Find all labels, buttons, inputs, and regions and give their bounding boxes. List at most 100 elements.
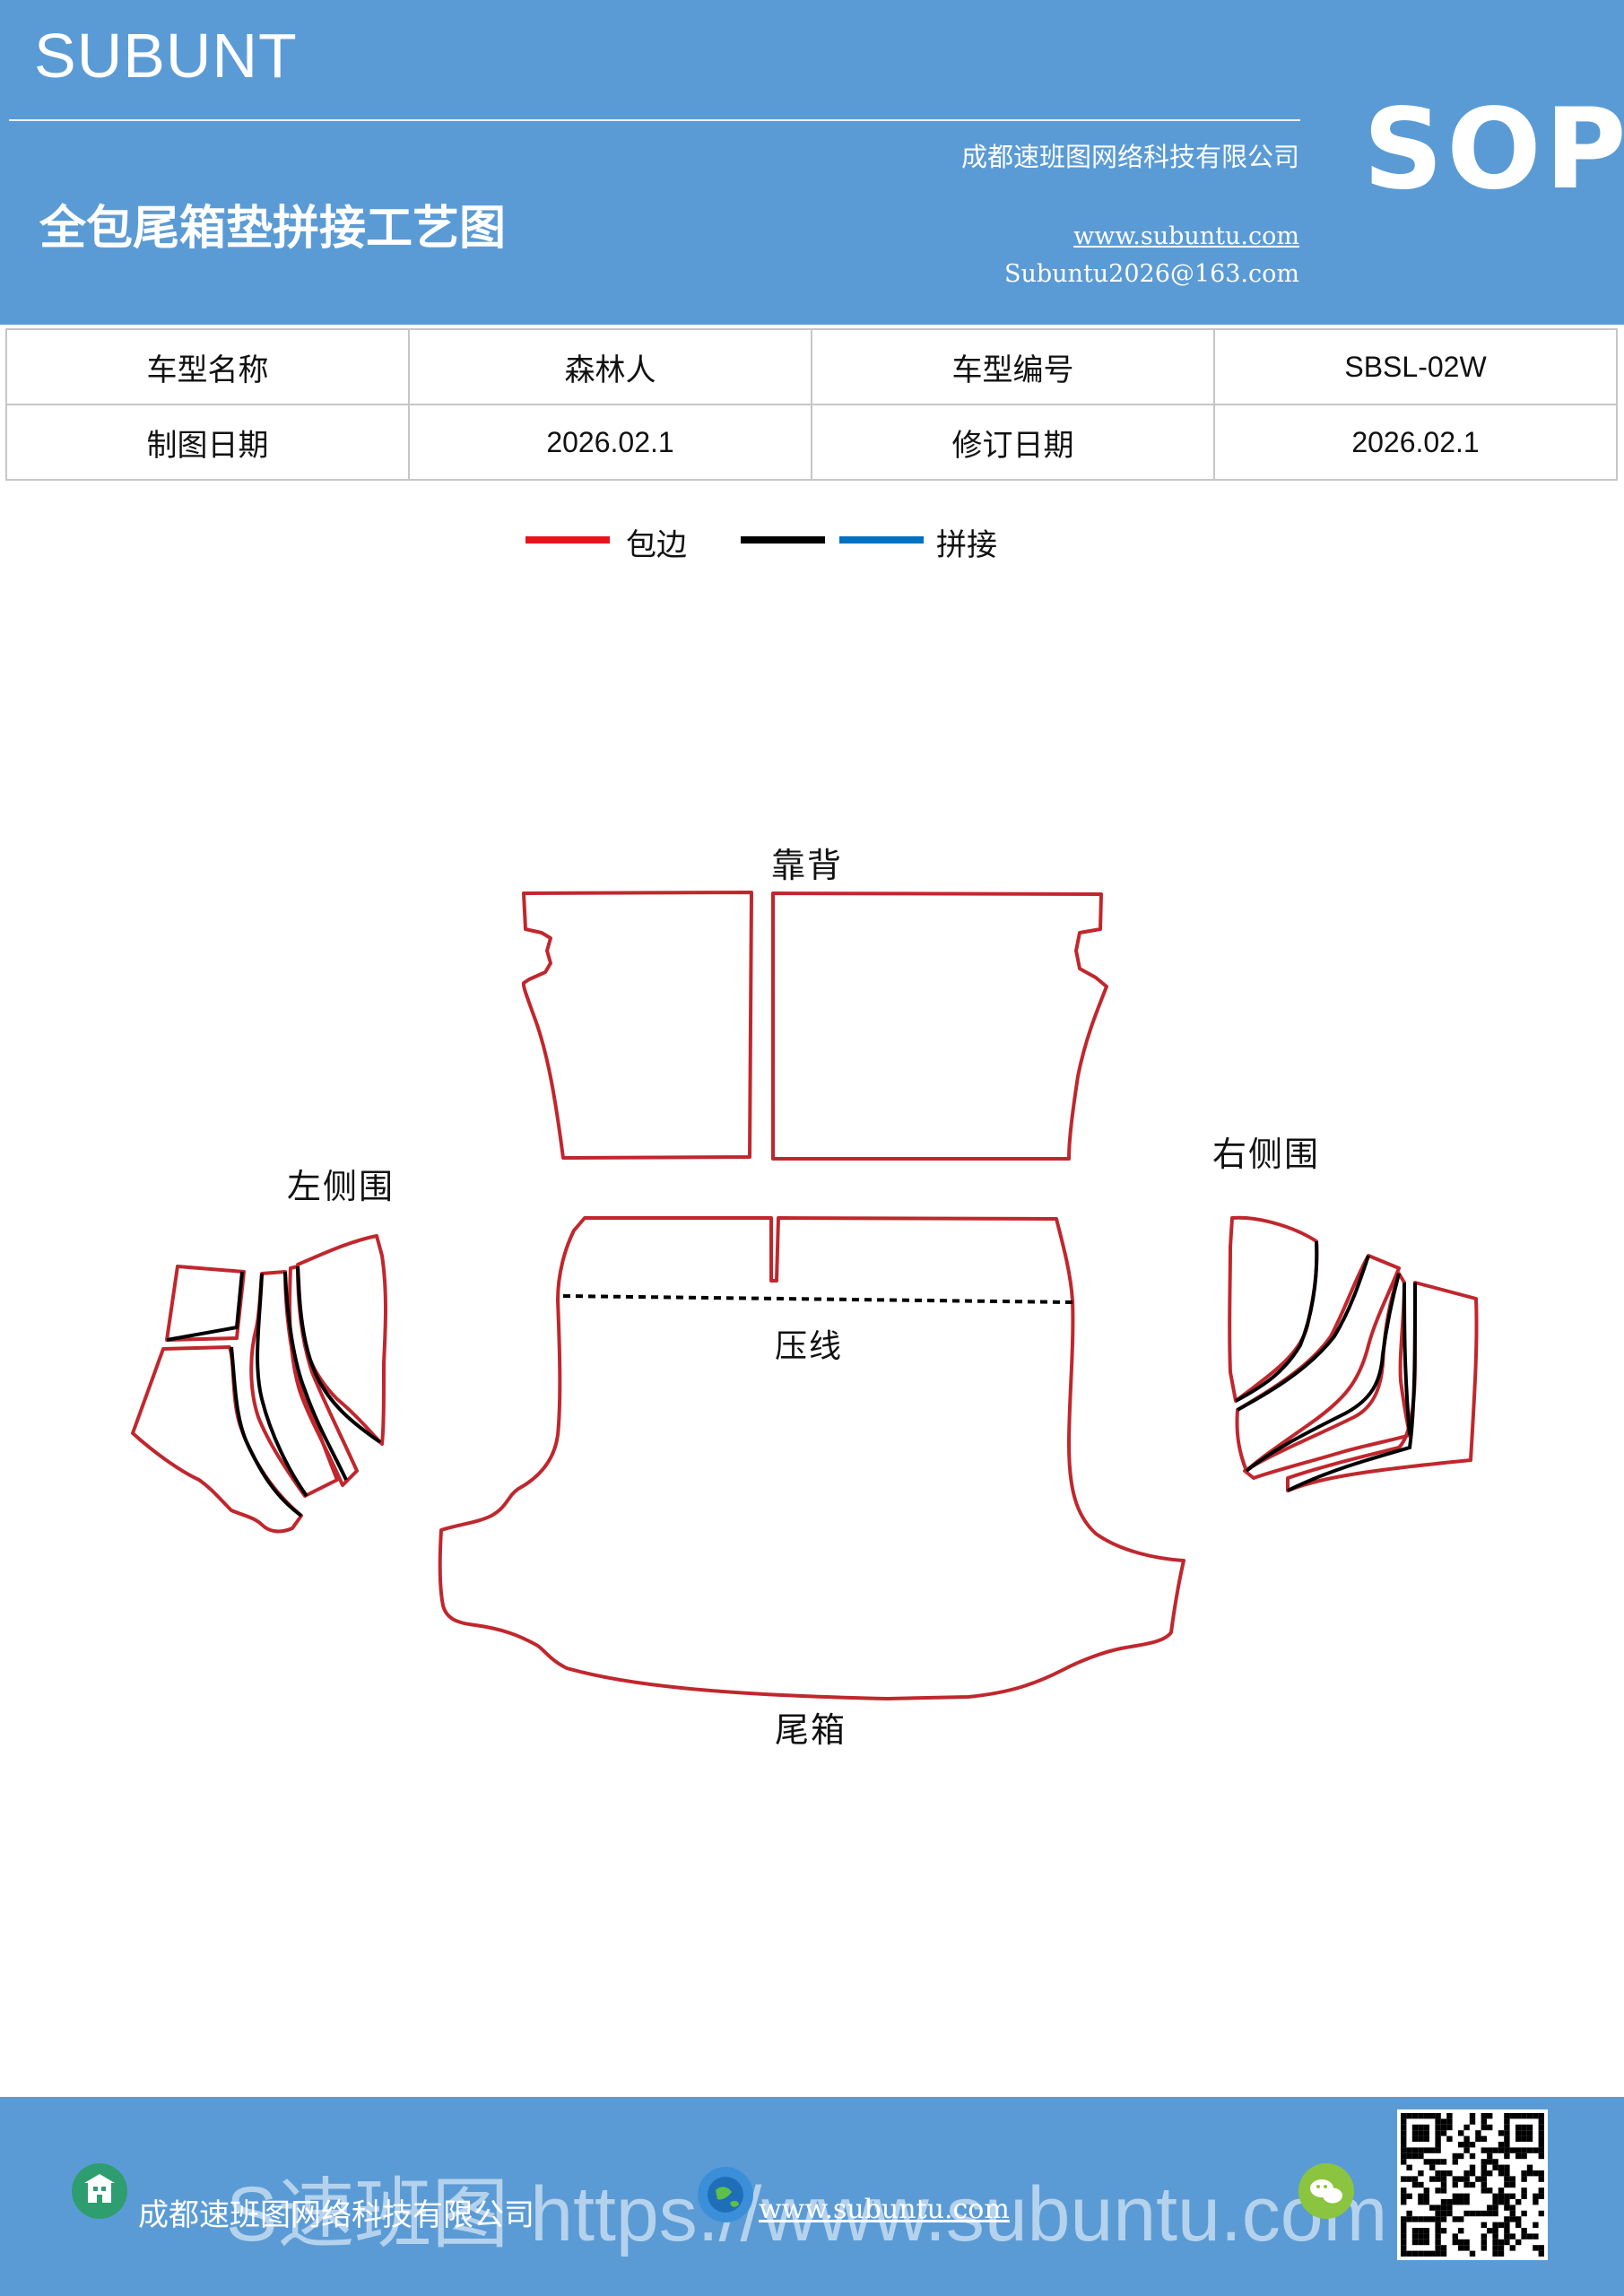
- qr-module: [1418, 2135, 1424, 2142]
- qr-module: [1504, 2113, 1510, 2119]
- trunk-floor-piece: [438, 1216, 1185, 1700]
- qr-module: [1446, 2170, 1453, 2177]
- table-row: 车型名称 森林人 车型编号 SBSL-02W: [5, 328, 1618, 405]
- qr-module: [1481, 2222, 1487, 2228]
- globe-icon: [698, 2167, 753, 2222]
- qr-module: [1509, 2113, 1515, 2119]
- qr-module: [1509, 2205, 1515, 2211]
- footer-company-name: 成都速班图网络科技有限公司: [138, 2197, 534, 2233]
- qr-module: [1440, 2118, 1447, 2125]
- qr-module: [1423, 2187, 1429, 2194]
- qr-module: [1504, 2181, 1510, 2188]
- qr-module: [1440, 2250, 1447, 2257]
- left-side-piece-5: [296, 1234, 387, 1446]
- website-link[interactable]: www.subuntu.com: [1073, 222, 1299, 250]
- qr-module: [1492, 2199, 1498, 2205]
- qr-module: [1446, 2205, 1453, 2211]
- qr-module: [1475, 2135, 1481, 2142]
- qr-module: [1423, 2147, 1429, 2153]
- qr-module: [1446, 2124, 1453, 2131]
- qr-module: [1498, 2130, 1505, 2136]
- qr-module: [1435, 2216, 1441, 2222]
- qr-module: [1452, 2193, 1458, 2199]
- qr-module: [1401, 2245, 1407, 2251]
- qr-module: [1504, 2142, 1510, 2148]
- qr-module: [1411, 2216, 1419, 2222]
- qr-module: [1401, 2250, 1407, 2257]
- qr-module: [1401, 2113, 1407, 2119]
- qr-module: [1401, 2152, 1407, 2160]
- qr-module: [1435, 2113, 1441, 2119]
- qr-module: [1401, 2233, 1407, 2239]
- qr-module: [1526, 2135, 1533, 2142]
- qr-module: [1498, 2142, 1505, 2148]
- qr-module: [1487, 2147, 1493, 2153]
- qr-module: [1538, 2113, 1544, 2119]
- legend-label-edge: 包边: [626, 527, 687, 563]
- qr-module: [1469, 2164, 1476, 2170]
- right-side-piece-4: [1286, 1281, 1479, 1492]
- qr-module: [1487, 2124, 1493, 2131]
- qr-module: [1452, 2233, 1458, 2239]
- qr-module: [1504, 2170, 1510, 2177]
- qr-module: [1446, 2135, 1453, 2142]
- qr-module: [1509, 2233, 1515, 2239]
- qr-module: [1401, 2124, 1407, 2131]
- qr-module: [1411, 2152, 1419, 2160]
- qr-module: [1411, 2181, 1419, 2188]
- qr-module: [1411, 2113, 1419, 2119]
- qr-module: [1538, 2176, 1544, 2182]
- qr-module: [1504, 2239, 1510, 2246]
- qr-module: [1435, 2118, 1441, 2125]
- qr-module: [1401, 2130, 1407, 2136]
- qr-module: [1463, 2176, 1470, 2182]
- right-side-label: 右侧围: [1212, 1135, 1321, 1174]
- qr-module: [1492, 2205, 1498, 2211]
- qr-module: [1418, 2233, 1424, 2239]
- qr-module: [1446, 2113, 1453, 2119]
- qr-module: [1487, 2187, 1493, 2194]
- qr-module: [1463, 2170, 1470, 2177]
- qr-module: [1463, 2135, 1470, 2142]
- qr-module: [1418, 2193, 1424, 2199]
- qr-module: [1521, 2147, 1527, 2153]
- qr-module: [1406, 2193, 1412, 2199]
- qr-module: [1538, 2130, 1544, 2136]
- qr-module: [1463, 2199, 1470, 2205]
- qr-module: [1435, 2147, 1441, 2153]
- qr-module: [1492, 2233, 1498, 2239]
- qr-module: [1481, 2118, 1487, 2125]
- qr-module: [1435, 2250, 1441, 2257]
- qr-module: [1429, 2250, 1436, 2257]
- qr-module: [1487, 2170, 1493, 2177]
- qr-module: [1458, 2199, 1464, 2205]
- qr-module: [1498, 2245, 1505, 2251]
- qr-module: [1458, 2228, 1464, 2234]
- qr-module: [1406, 2216, 1412, 2222]
- qr-module: [1526, 2130, 1533, 2136]
- qr-module: [1475, 2210, 1481, 2217]
- qr-module: [1406, 2164, 1412, 2170]
- model-name-value: 森林人: [408, 328, 812, 405]
- qr-module: [1481, 2164, 1487, 2170]
- qr-module: [1515, 2199, 1522, 2205]
- qr-module: [1401, 2142, 1407, 2148]
- qr-module: [1423, 2124, 1429, 2131]
- footer-website-link[interactable]: www.subuntu.com: [759, 2194, 1010, 2225]
- company-name: 成都速班图网络科技有限公司: [960, 142, 1299, 172]
- footer-banner: S速班图 https://www.subuntu.com 成都速班图网络科技有限…: [0, 2097, 1624, 2296]
- qr-module: [1418, 2216, 1424, 2222]
- qr-module: [1446, 2199, 1453, 2205]
- qr-module: [1526, 2113, 1533, 2119]
- qr-module: [1533, 2147, 1539, 2153]
- draw-date-label: 制图日期: [5, 404, 410, 481]
- qr-module: [1440, 2205, 1447, 2211]
- qr-module: [1401, 2118, 1407, 2125]
- sop-badge: SOP: [1363, 85, 1624, 214]
- qr-module: [1423, 2250, 1429, 2257]
- qr-module: [1401, 2222, 1407, 2228]
- qr-module: [1469, 2210, 1476, 2217]
- qr-module: [1469, 2142, 1476, 2148]
- qr-module: [1492, 2159, 1498, 2165]
- qr-module: [1481, 2233, 1487, 2239]
